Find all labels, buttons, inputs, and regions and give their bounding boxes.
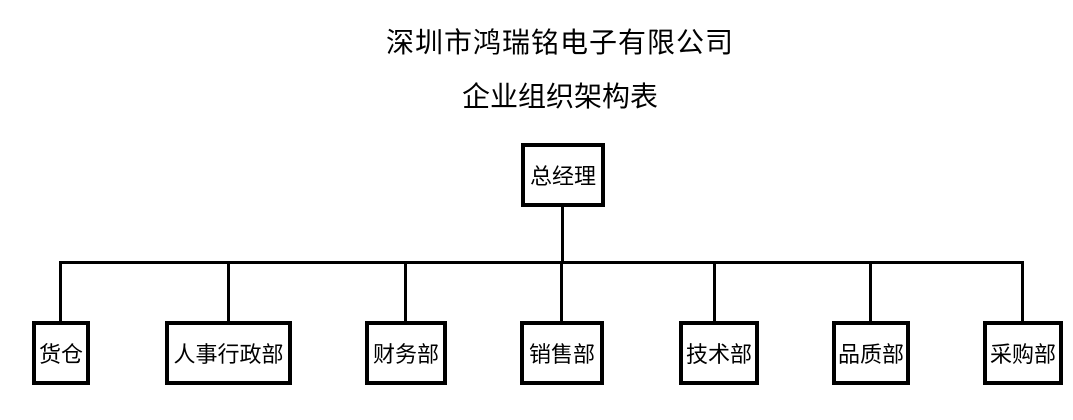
connector-drop-technology	[713, 262, 716, 321]
org-box-quality-label: 品质部	[837, 342, 904, 367]
connector-drop-procurement	[1021, 262, 1024, 321]
connector-drop-sales	[560, 262, 563, 321]
org-box-general-manager: 总经理	[521, 143, 605, 207]
connector-drop-warehouse	[59, 262, 62, 321]
org-box-finance-label: 财务部	[372, 342, 439, 367]
org-box-hr-admin-label: 人事行政部	[173, 342, 284, 367]
org-box-finance: 财务部	[365, 321, 447, 385]
company-title: 深圳市鸿瑞铭电子有限公司	[385, 27, 735, 58]
org-box-technology-label: 技术部	[685, 342, 752, 367]
org-box-warehouse: 货仓	[32, 321, 90, 385]
org-box-sales: 销售部	[520, 321, 604, 385]
org-box-warehouse-label: 货仓	[38, 342, 83, 367]
org-box-procurement-label: 采购部	[989, 342, 1056, 367]
connector-drop-quality	[869, 262, 872, 321]
chart-subtitle: 企业组织架构表	[461, 81, 659, 112]
org-box-procurement: 采购部	[983, 321, 1063, 385]
org-box-quality: 品质部	[832, 321, 910, 385]
connector-drop-finance	[404, 262, 407, 321]
org-box-technology: 技术部	[679, 321, 759, 385]
org-box-sales-label: 销售部	[528, 342, 595, 367]
org-box-hr-admin: 人事行政部	[165, 321, 292, 385]
org-box-general-manager-label: 总经理	[529, 164, 596, 189]
connector-drop-hr-admin	[227, 262, 230, 321]
connector-horizontal-rail	[59, 261, 1024, 264]
connector-root-stub	[561, 205, 564, 263]
